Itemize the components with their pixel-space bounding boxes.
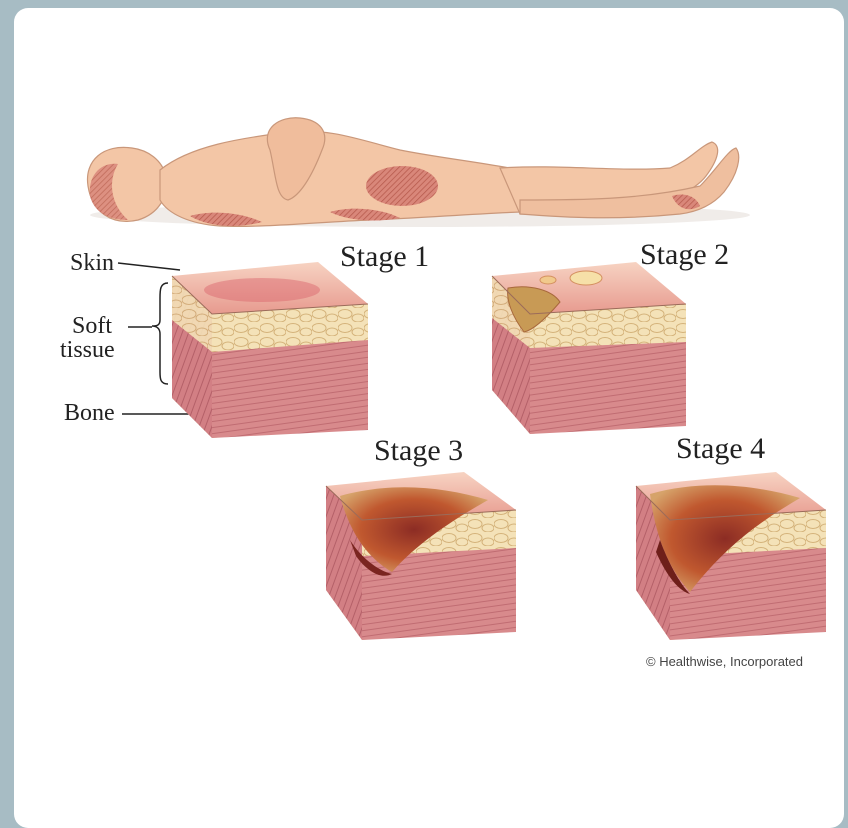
hip-pressure-area	[366, 166, 438, 206]
skin-label: Skin	[70, 250, 114, 277]
reclining-body	[87, 118, 750, 227]
stage-1-diagram	[172, 262, 368, 438]
stage-4-title: Stage 4	[676, 432, 765, 466]
stage-4-diagram	[636, 472, 826, 640]
stage-3-title: Stage 3	[374, 434, 463, 468]
stage-3-diagram	[326, 472, 516, 640]
pressure-ulcer-illustration	[0, 0, 848, 808]
soft-tissue-label: Soft tissue	[72, 314, 115, 362]
bone-label: Bone	[64, 400, 115, 427]
soft-tissue-label-line1: Soft	[72, 314, 115, 338]
stage-1-title: Stage 1	[340, 240, 429, 274]
copyright-notice: © Healthwise, Incorporated	[646, 654, 803, 669]
stage-2-title: Stage 2	[640, 238, 729, 272]
stage-2-diagram	[492, 262, 686, 434]
soft-tissue-label-line2: tissue	[60, 338, 115, 362]
